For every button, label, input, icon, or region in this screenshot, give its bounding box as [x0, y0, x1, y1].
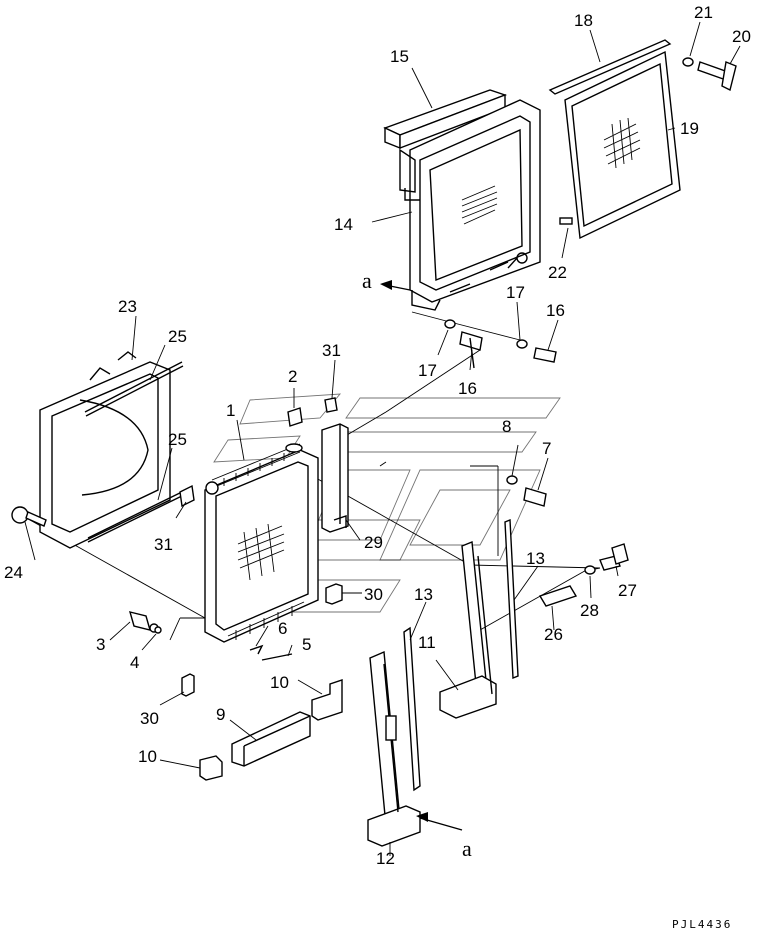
callout-25-bottom: 25	[168, 430, 187, 449]
screen-19-mesh	[603, 117, 641, 169]
view-arrow-top	[380, 280, 411, 291]
part-7-bolt	[523, 487, 547, 507]
part-30-cushion-left	[181, 673, 195, 697]
radiator-bottom-fins	[227, 601, 305, 640]
callout-9: 9	[216, 705, 225, 724]
callout-1: 1	[226, 401, 235, 420]
callout-15: 15	[390, 47, 409, 66]
part-25-seal-bottom	[87, 487, 191, 543]
callout-5: 5	[302, 635, 311, 654]
part-13-rod-left	[403, 626, 421, 792]
callout-17-left: 17	[418, 361, 437, 380]
view-marker-a-bottom: a	[462, 836, 472, 861]
part-24-bolt	[11, 506, 47, 527]
part-3-drain-valve	[128, 611, 159, 633]
part-31-cushion-left	[179, 484, 195, 508]
callout-31-lower: 31	[154, 535, 173, 554]
part-16-bolt-right	[533, 347, 557, 363]
callout-24: 24	[4, 563, 23, 582]
part-8-washer	[506, 475, 518, 485]
callout-11: 11	[418, 633, 436, 652]
part-1-radiator	[204, 443, 319, 643]
callout-19: 19	[680, 119, 699, 138]
part-22-pin	[559, 217, 573, 225]
callout-26: 26	[544, 625, 563, 644]
part-30-cushion-right	[325, 583, 343, 605]
callout-17-right: 17	[506, 283, 525, 302]
part-5-pin	[261, 653, 293, 661]
callout-30-right: 30	[364, 585, 383, 604]
part-9-lower-cushion	[231, 711, 311, 767]
callout-22: 22	[548, 263, 567, 282]
assembly-lines	[29, 311, 601, 641]
part-25-seal-top	[84, 361, 184, 417]
callout-2: 2	[288, 367, 297, 386]
callout-20: 20	[732, 27, 751, 46]
part-27-bolt	[599, 543, 629, 571]
part-21-washer	[682, 57, 694, 67]
watermark-logo	[213, 393, 561, 613]
callout-25-top: 25	[168, 327, 187, 346]
view-marker-a-top: a	[362, 268, 372, 293]
part-20-wing-bolt	[697, 61, 737, 92]
radiator-core-mesh	[237, 523, 285, 581]
part-2-cap	[285, 407, 303, 453]
part-13-rod-right	[504, 518, 519, 680]
callout-23: 23	[118, 297, 137, 316]
callout-21: 21	[694, 3, 713, 22]
callout-18: 18	[574, 11, 593, 30]
part-17-washer-right	[516, 339, 528, 349]
radiator-top-fins	[211, 443, 301, 489]
callout-28: 28	[580, 601, 599, 620]
callout-6: 6	[278, 619, 287, 638]
callout-leaders	[24, 21, 741, 856]
callout-13-right: 13	[526, 549, 545, 568]
part-4-plug	[154, 626, 162, 634]
callout-13-left: 13	[414, 585, 433, 604]
part-29-side-cushion	[321, 423, 349, 533]
callout-14: 14	[334, 215, 353, 234]
view-arrow-bottom	[416, 812, 463, 831]
part-28-washer	[584, 565, 596, 575]
callout-27: 27	[618, 581, 637, 600]
part-17-washer-left	[444, 319, 456, 329]
callout-10-upper: 10	[270, 673, 289, 692]
screen-mesh	[461, 185, 498, 225]
part-18-top-strip	[548, 39, 672, 95]
part-26-plate	[538, 585, 578, 607]
callout-7: 7	[542, 439, 551, 458]
part-31-cushion-upper	[324, 397, 338, 413]
callout-labels: 1 2 3 4 5 6 7 8 9 10 10 11 12 13 13 14 1…	[4, 3, 751, 868]
part-11-bracket	[439, 541, 497, 719]
callout-30-left: 30	[140, 709, 159, 728]
part-14-screen-frame	[399, 99, 541, 311]
part-23-fan-shroud	[39, 351, 171, 549]
part-12-bracket	[367, 650, 421, 847]
callout-29: 29	[364, 533, 383, 552]
callout-4: 4	[130, 653, 139, 672]
callout-10-lower: 10	[138, 747, 157, 766]
callout-16-right: 16	[546, 301, 565, 320]
part-6-clip	[249, 644, 264, 655]
drawing-code: PJL4436	[672, 918, 732, 931]
callout-16-left: 16	[458, 379, 477, 398]
part-10-cushion-lower	[199, 755, 223, 781]
callout-8: 8	[502, 417, 511, 436]
callout-31-upper: 31	[322, 341, 341, 360]
part-10-cushion-upper	[311, 679, 343, 721]
part-19-screen	[564, 50, 681, 240]
callout-3: 3	[96, 635, 105, 654]
callout-12: 12	[376, 849, 395, 868]
